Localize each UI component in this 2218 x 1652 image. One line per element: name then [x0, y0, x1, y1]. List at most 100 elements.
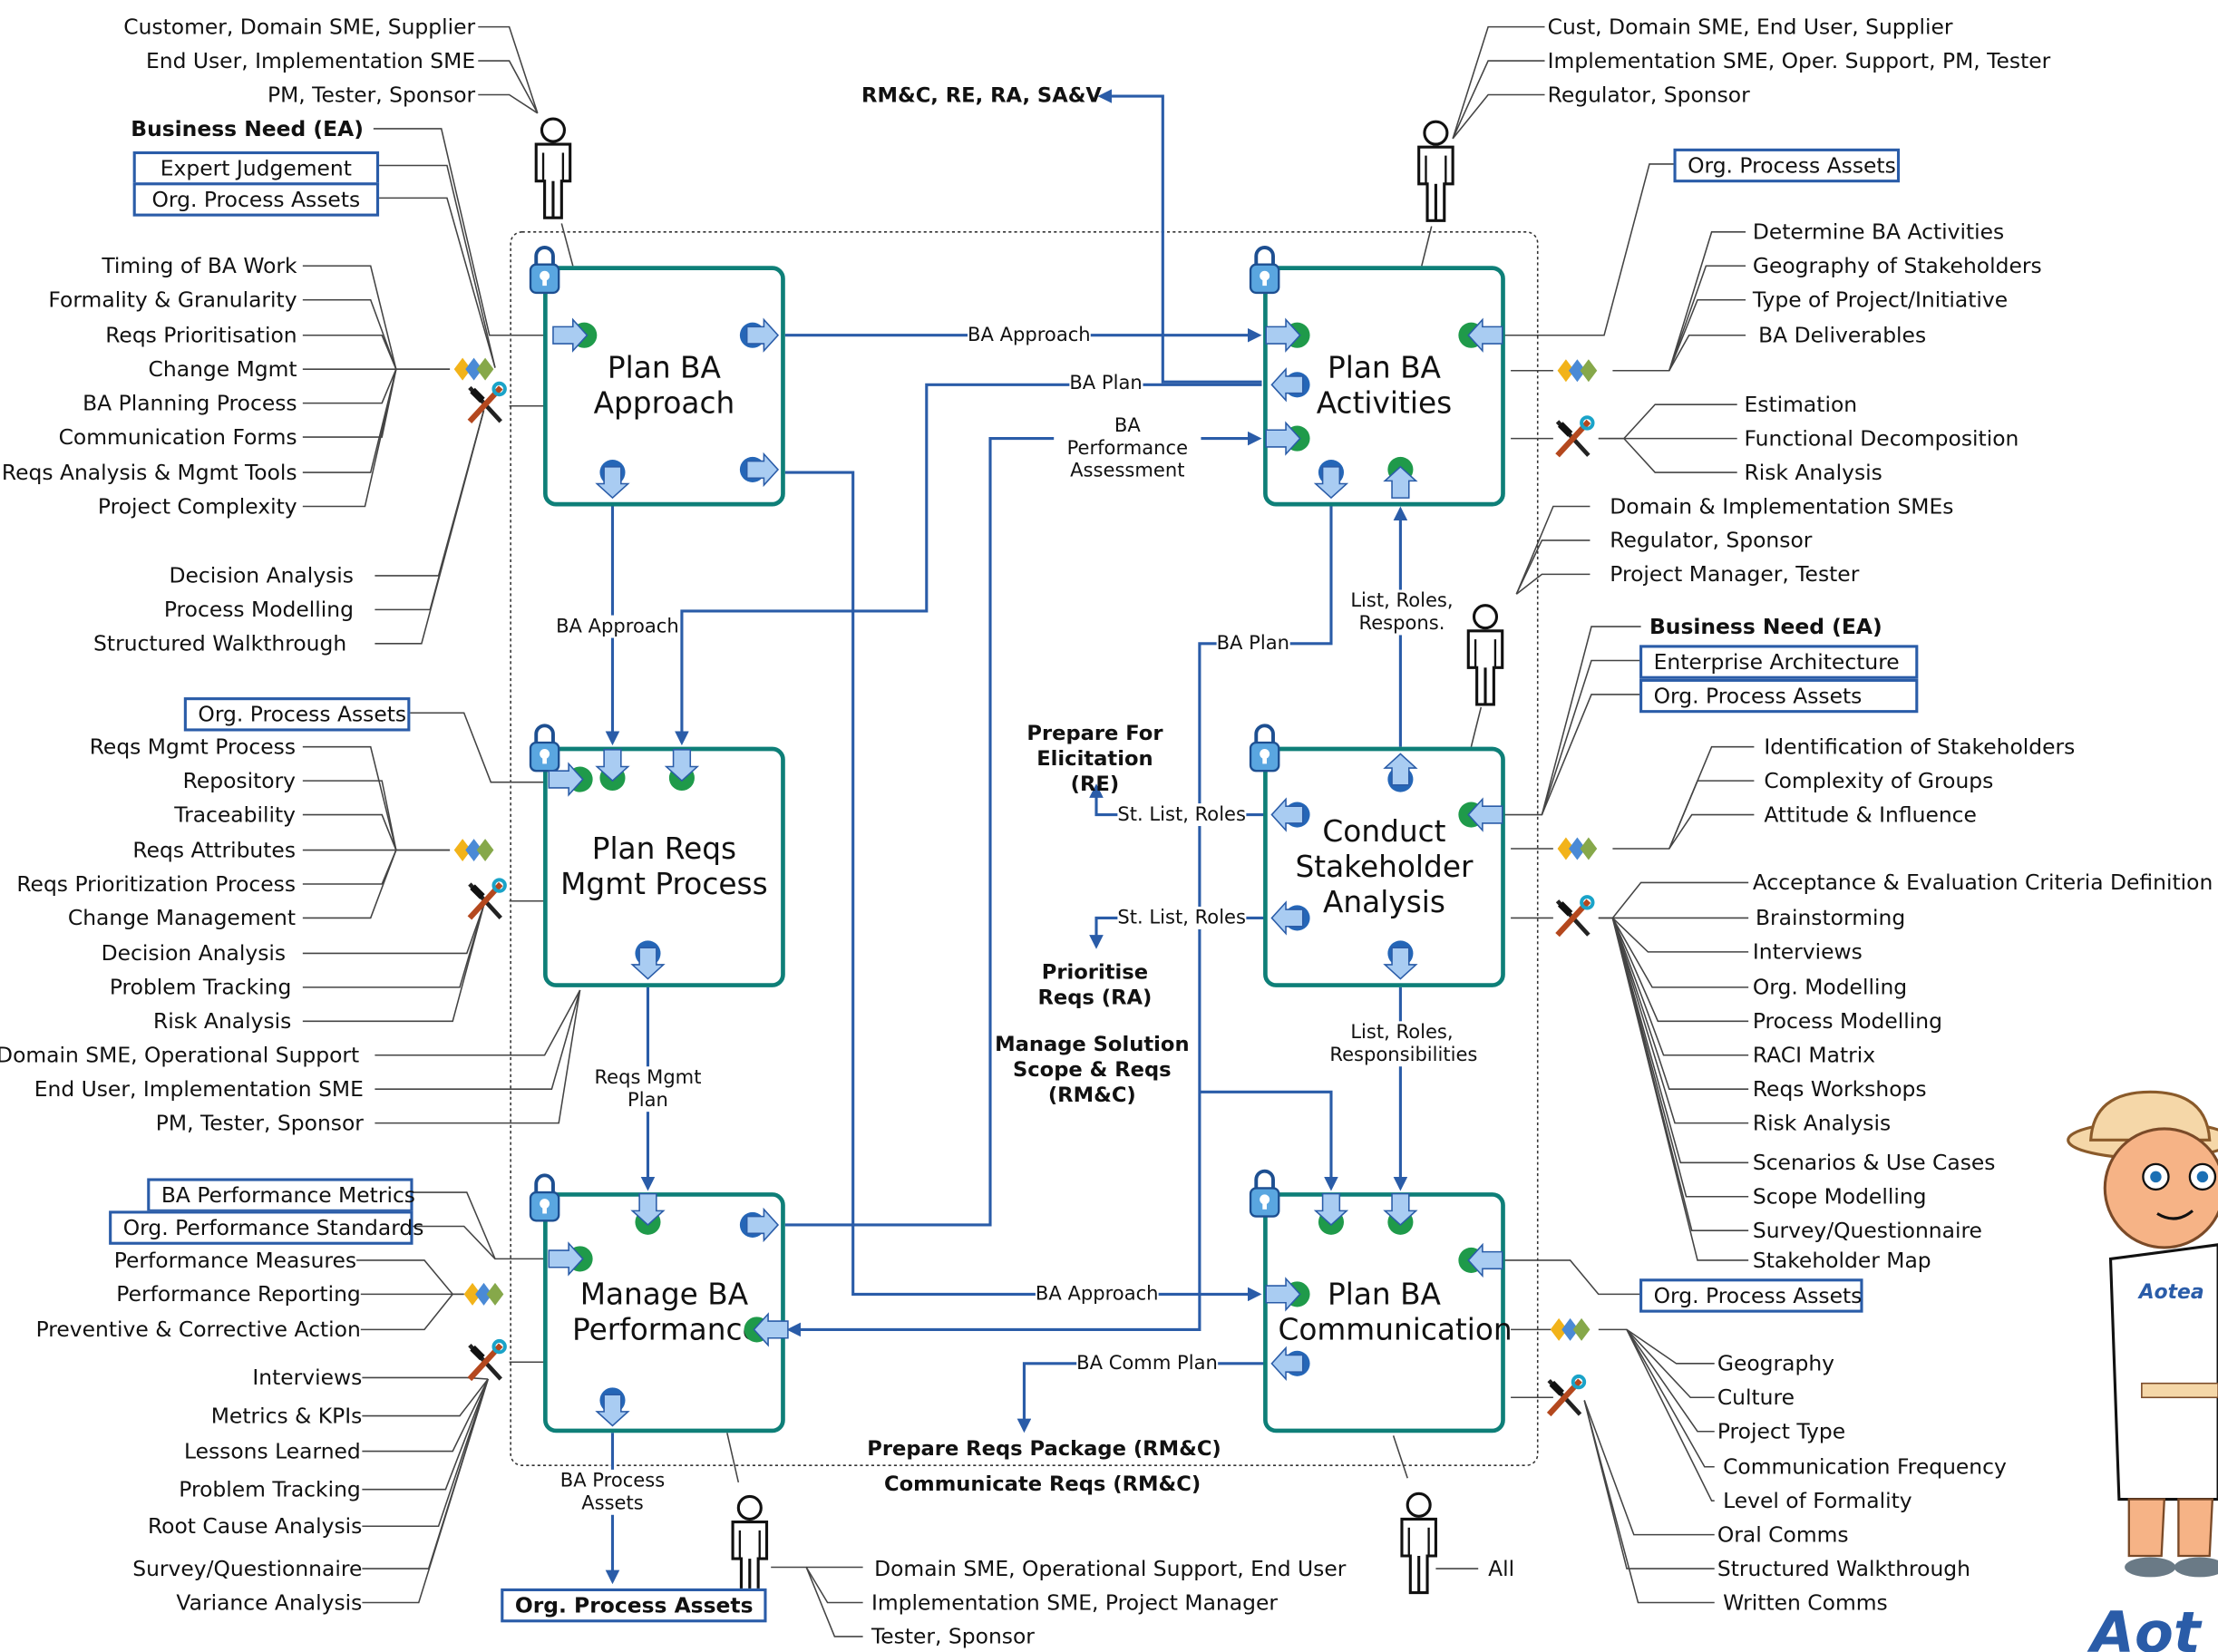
flow-label-st-list-roles: St. List, Roles: [1117, 803, 1246, 827]
tools-icon: [470, 879, 505, 918]
technique-label: Org. Modelling: [1752, 974, 1908, 1000]
element-label: Change Mgmt: [148, 356, 297, 383]
block-label: Manage BA Performance: [572, 1277, 761, 1347]
flow-label-ba-comm-plan: BA Comm Plan: [1076, 1352, 1218, 1375]
technique-label: Survey/Questionnaire: [1752, 1218, 1982, 1244]
stakeholder-label: Tester, Sponsor: [871, 1623, 1035, 1649]
element-label: Performance Measures: [113, 1247, 357, 1273]
stakeholder-label: Implementation SME, Oper. Support, PM, T…: [1547, 48, 2051, 74]
stakeholder-person-icon: [1400, 1492, 1437, 1595]
element-label: Reqs Mgmt Process: [89, 734, 297, 760]
input-arrow-icon: [1265, 1278, 1311, 1311]
stakeholder-label: All: [1488, 1555, 1515, 1582]
input-arrow-icon: [743, 1313, 789, 1346]
technique-label: Decision Analysis: [169, 562, 354, 588]
technique-label: Oral Comms: [1717, 1521, 1849, 1548]
output-arrow-icon: [1315, 459, 1347, 499]
input-expert-judgement: Expert Judgement: [132, 151, 380, 186]
flow-label-ba-process-assets: BA Process Assets: [544, 1469, 681, 1515]
block-label: Plan BA Approach: [593, 350, 735, 421]
input-org-process-assets: Org. Process Assets: [1673, 148, 1901, 183]
technique-label: Estimation: [1744, 392, 1858, 418]
output-arrow-icon: [1270, 901, 1311, 935]
element-label: Determine BA Activities: [1752, 219, 2005, 245]
stakeholder-label: PM, Tester, Sponsor: [155, 1110, 364, 1136]
element-label: Formality & Granularity: [48, 287, 297, 313]
output-arrow-icon: [1270, 1346, 1311, 1380]
output-arrow-icon: [596, 459, 629, 499]
mascot-illustration: Aotea Aot: [2067, 1090, 2218, 1652]
stakeholder-label: Domain SME, Operational Support: [0, 1042, 360, 1068]
input-business-need: Business Need (EA): [1649, 614, 1882, 640]
technique-label: Decision Analysis: [101, 940, 287, 967]
padlock-icon: [1249, 246, 1281, 295]
stakeholder-label: Domain & Implementation SMEs: [1610, 493, 1954, 520]
flow-label-ba-plan: BA Plan: [1216, 632, 1289, 656]
technique-label: Interviews: [252, 1365, 363, 1391]
input-enterprise-architecture: Enterprise Architecture: [1639, 645, 1919, 679]
technique-label: Process Modelling: [163, 597, 354, 623]
element-label: Traceability: [174, 802, 297, 828]
element-label: BA Planning Process: [83, 390, 297, 416]
stakeholder-label: Regulator, Sponsor: [1547, 82, 1750, 108]
element-label: Geography: [1717, 1350, 1835, 1376]
input-org-process-assets: Org. Process Assets: [1639, 1278, 1863, 1313]
flow-label-ba-approach: BA Approach: [1035, 1282, 1159, 1306]
flow-label-st-list-roles: St. List, Roles: [1117, 906, 1246, 929]
element-label: Level of Formality: [1723, 1488, 1912, 1514]
stakeholder-label: Project Manager, Tester: [1610, 561, 1860, 588]
output-prepare-elicitation: Prepare For Elicitation (RE): [1026, 723, 1163, 797]
block-plan-ba-communication[interactable]: Plan BA Communication: [1263, 1192, 1513, 1433]
technique-label: Process Modelling: [1752, 1008, 1943, 1035]
technique-label: Root Cause Analysis: [147, 1513, 363, 1540]
flow-label-list-roles-respons: List, Roles, Respons.: [1347, 589, 1456, 636]
block-label: Plan Reqs Mgmt Process: [560, 831, 768, 901]
element-label: Change Management: [67, 905, 297, 931]
input-arrow-icon: [1457, 798, 1503, 831]
stakeholder-person-icon: [1466, 604, 1504, 706]
stakeholder-person-icon: [1417, 120, 1454, 222]
element-label: Project Type: [1717, 1418, 1846, 1444]
technique-label: Brainstorming: [1755, 905, 1906, 931]
stakeholder-person-icon: [731, 1494, 769, 1598]
flow-label-ba-performance-assessment: BA Performance Assessment: [1054, 414, 1201, 482]
stakeholder-label: Cust, Domain SME, End User, Supplier: [1547, 14, 1953, 40]
output-arrow-icon: [1384, 939, 1417, 980]
block-label: Conduct Stakeholder Analysis: [1295, 813, 1474, 919]
output-arrow-icon: [739, 318, 779, 352]
block-conduct-stakeholder-analysis[interactable]: Conduct Stakeholder Analysis: [1263, 746, 1505, 987]
output-manage-solution-scope: Manage Solution Scope & Reqs (RM&C): [995, 1034, 1190, 1108]
technique-label: Reqs Workshops: [1752, 1076, 1927, 1103]
stakeholder-label: End User, Implementation SME: [34, 1076, 364, 1103]
padlock-icon: [1249, 724, 1281, 773]
element-label: Performance Reporting: [116, 1281, 361, 1307]
block-label: Plan BA Activities: [1316, 350, 1453, 421]
scope-boundary: [510, 231, 1539, 1466]
svg-text:Aotea: Aotea: [2137, 1281, 2204, 1304]
element-label: BA Deliverables: [1758, 322, 1927, 348]
padlock-icon: [1249, 1169, 1281, 1219]
technique-label: Metrics & KPIs: [210, 1403, 363, 1429]
output-arrow-icon: [1270, 368, 1311, 402]
technique-label: Lessons Learned: [183, 1438, 361, 1464]
technique-label: Written Comms: [1723, 1589, 1888, 1616]
flow-label-reqs-mgmt-plan: Reqs Mgmt Plan: [594, 1066, 702, 1113]
stakeholder-label: Regulator, Sponsor: [1610, 527, 1813, 553]
padlock-icon: [529, 246, 561, 295]
element-label: Project Complexity: [97, 493, 297, 520]
padlock-icon: [529, 1173, 561, 1223]
output-prepare-reqs-package: Prepare Reqs Package (RM&C): [867, 1438, 1221, 1462]
element-label: Reqs Analysis & Mgmt Tools: [1, 459, 297, 486]
technique-label: Survey/Questionnaire: [132, 1555, 363, 1582]
input-arrow-icon: [1265, 318, 1311, 352]
elements-diamond-icon: [1550, 1317, 1591, 1341]
input-arrow-icon: [1384, 456, 1417, 499]
technique-label: Stakeholder Map: [1752, 1247, 1931, 1273]
stakeholder-label: Customer, Domain SME, Supplier: [123, 14, 476, 40]
technique-label: Variance Analysis: [176, 1589, 363, 1616]
stakeholder-label: Domain SME, Operational Support, End Use…: [874, 1555, 1347, 1582]
technique-label: Interviews: [1752, 938, 1863, 965]
input-arrow-icon: [1457, 318, 1503, 352]
tools-icon: [1558, 417, 1593, 455]
